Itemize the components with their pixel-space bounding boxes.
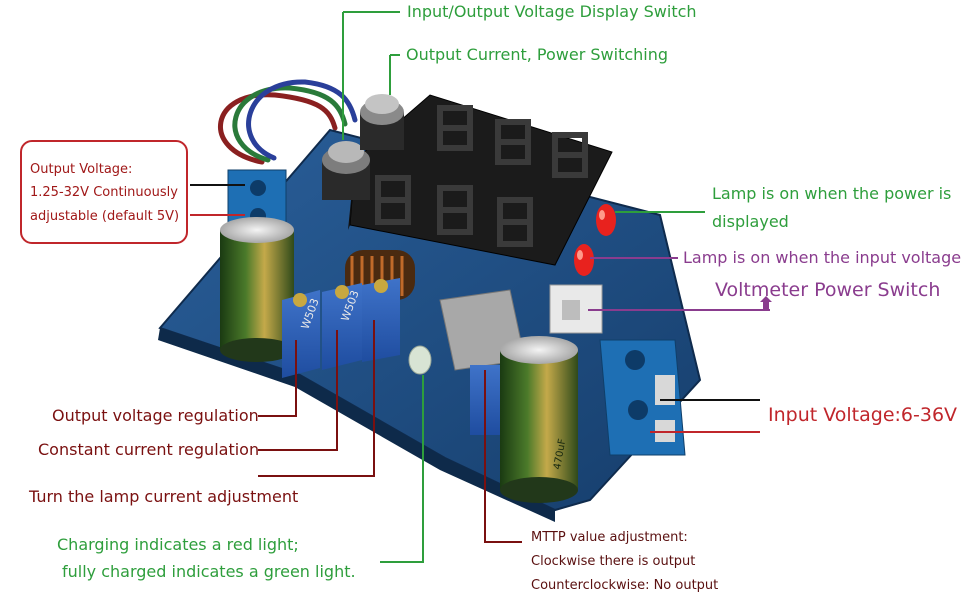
status-leds xyxy=(574,204,616,276)
constant-current-regulation-label: Constant current regulation xyxy=(38,440,260,459)
seven-segment-display xyxy=(348,94,613,266)
leader-lines xyxy=(190,11,770,563)
arrow-up-icon xyxy=(760,296,772,310)
current-power-switch-label: Output Current, Power Switching xyxy=(406,45,669,64)
output-voltage-line1: Output Voltage: xyxy=(30,162,133,177)
output-voltage-line3: adjustable (default 5V) xyxy=(30,208,180,224)
display-switch-label: Input/Output Voltage Display Switch xyxy=(407,2,697,21)
mttp-line1: MTTP value adjustment: xyxy=(531,530,688,545)
power-lamp-label-line2: displayed xyxy=(712,212,789,231)
lamp-current-adjustment-label: Turn the lamp current adjustment xyxy=(29,487,299,506)
voltmeter-switch-label: Voltmeter Power Switch xyxy=(715,279,941,301)
input-terminal-block xyxy=(599,339,686,456)
charging-indicator-line2: fully charged indicates a green light. xyxy=(62,562,356,581)
wires xyxy=(218,79,358,165)
capacitor-left xyxy=(220,217,294,362)
input-voltage-label: Input Voltage:6-36V xyxy=(768,404,958,426)
capacitor-right xyxy=(500,336,578,503)
cap-label: 470uF xyxy=(552,438,568,471)
charging-indicator-line1: Charging indicates a red light; xyxy=(57,535,299,554)
mttp-line3: Counterclockwise: No output xyxy=(531,578,719,593)
push-buttons xyxy=(322,94,404,200)
output-voltage-callout: Output Voltage: 1.25-32V Continuously ad… xyxy=(20,140,188,244)
charge-indicator-led xyxy=(408,345,432,375)
output-voltage-regulation-label: Output voltage regulation xyxy=(52,406,259,425)
mttp-line2: Clockwise there is output xyxy=(531,554,696,569)
power-lamp-label-line1: Lamp is on when the power is xyxy=(712,184,952,203)
input-lamp-label: Lamp is on when the input voltage xyxy=(683,248,962,267)
output-voltage-line2: 1.25-32V Continuously xyxy=(30,185,178,201)
